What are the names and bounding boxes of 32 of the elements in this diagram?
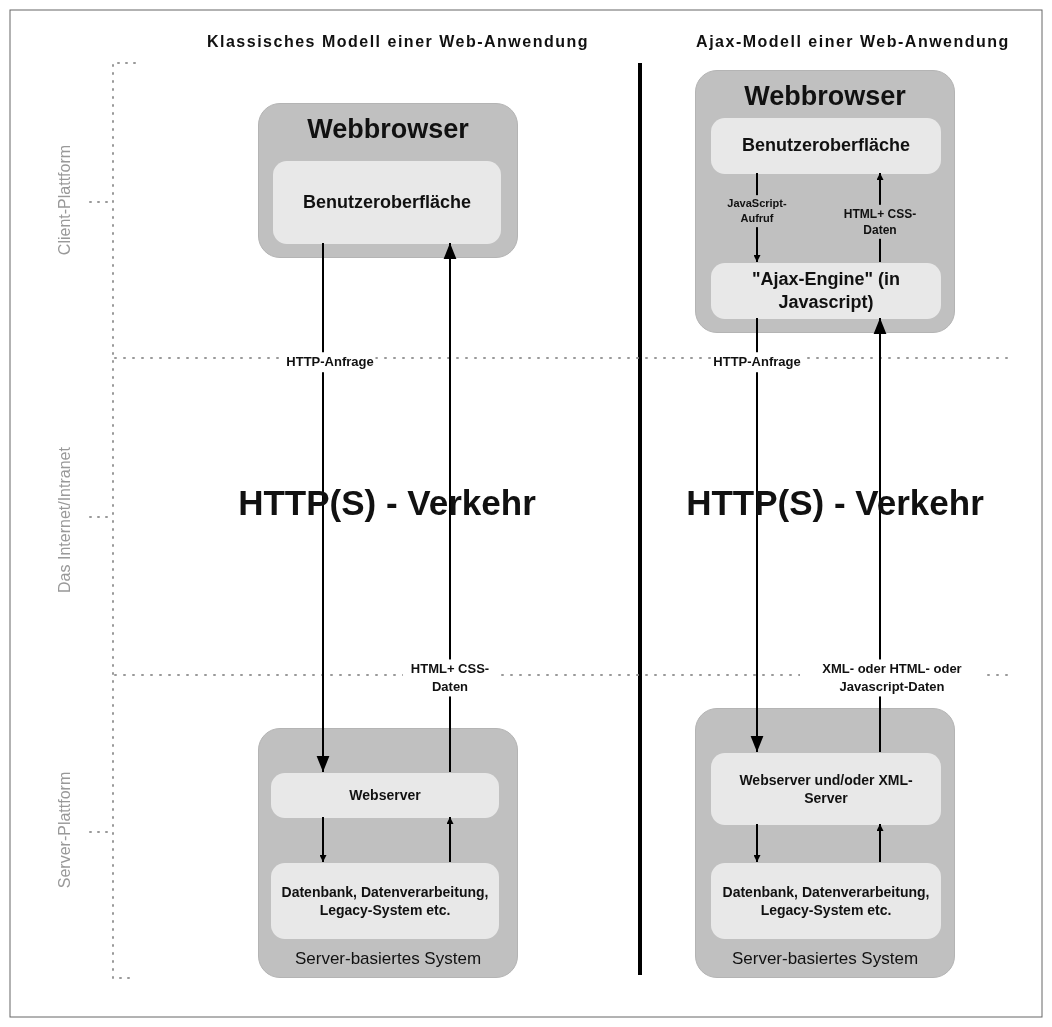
process-box: Datenbank, Datenverarbeitung, Legacy-System etc. <box>271 863 499 939</box>
column-heading: Klassisches Modell einer Web-Anwendung <box>206 33 590 51</box>
browser-panel <box>695 70 955 333</box>
edge-label: HTTP-Anfrage <box>711 352 803 372</box>
arrow <box>750 317 764 753</box>
arrow <box>319 816 327 863</box>
server-panel <box>258 728 518 978</box>
process-box: Benutzeroberfläche <box>711 118 941 174</box>
process-box: "Ajax-Engine" (in Javascript) <box>711 263 941 319</box>
column-heading: Ajax-Modell einer Web-Anwendung <box>696 33 1010 51</box>
arrow <box>443 242 457 773</box>
server-panel <box>695 708 955 978</box>
panel-heading: Server-basiertes System <box>293 949 483 969</box>
panel-heading: Server-basiertes System <box>730 949 920 969</box>
process-box: Webserver <box>271 773 499 818</box>
lane-label: Server-Plattform <box>56 771 74 889</box>
process-box: Benutzeroberfläche <box>273 161 501 244</box>
process-box: Webserver und/oder XML-Server <box>711 753 941 825</box>
lane-label: Client-Plattform <box>56 144 74 256</box>
browser-panel <box>258 103 518 258</box>
edge-label: XML- oder HTML- oder Javascript-Daten <box>800 659 984 697</box>
arrow <box>873 317 887 753</box>
arrow <box>446 816 454 863</box>
panel-heading: Webbrowser <box>306 114 470 145</box>
edge-label: HTML+ CSS-Daten <box>403 659 497 697</box>
process-box: Datenbank, Datenverarbeitung, Legacy-System etc. <box>711 863 941 939</box>
arrow <box>876 823 884 863</box>
edge-label: HTTP-Anfrage <box>284 352 376 372</box>
lane-label: Das Internet/Intranet <box>56 447 74 593</box>
arrow <box>316 242 330 773</box>
arrow <box>753 823 761 863</box>
panel-heading: Webbrowser <box>743 81 907 112</box>
